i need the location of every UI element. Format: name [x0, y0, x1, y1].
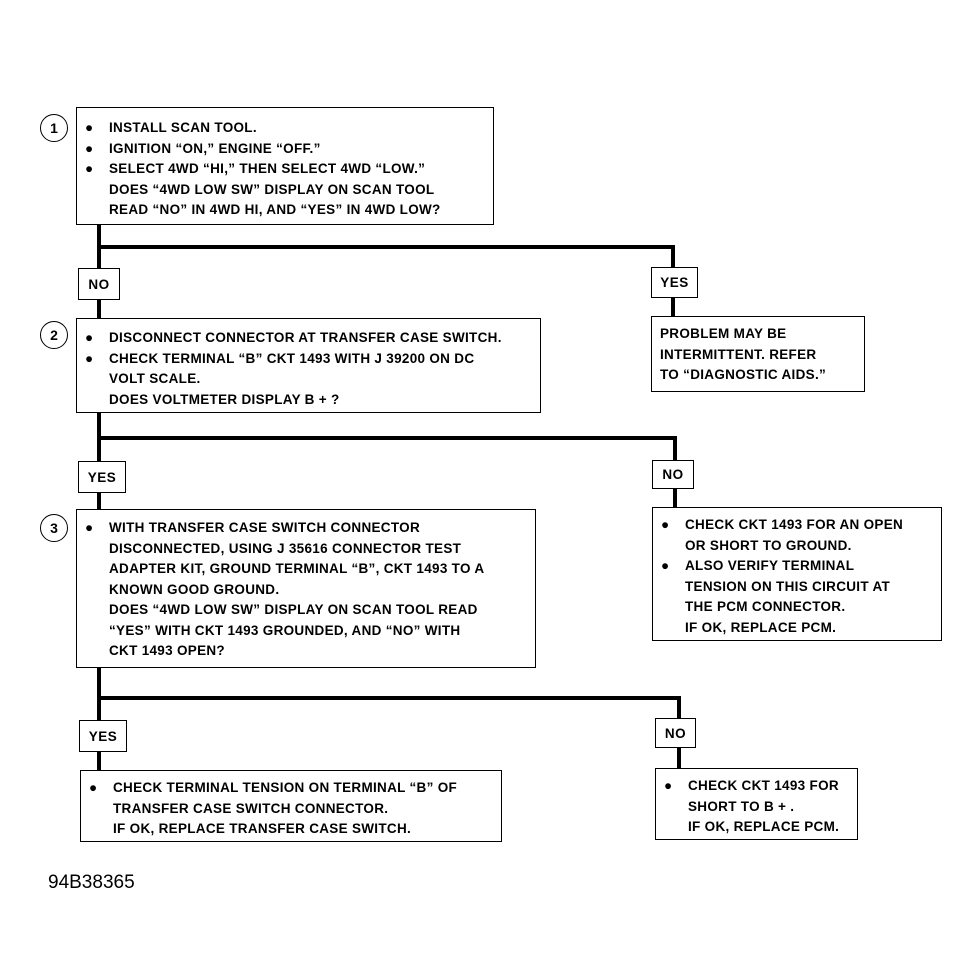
- step3-line-4: KNOWN GOOD GROUND.: [109, 581, 280, 597]
- step2-bullet-2-cont: VOLT SCALE.: [109, 371, 201, 386]
- result2-bullet-2-cont-2: THE PCM CONNECTOR.: [685, 599, 846, 614]
- step3-bullet-1: ●WITH TRANSFER CASE SWITCH CONNECTOR: [77, 518, 535, 539]
- step1-box: ●INSTALL SCAN TOOL. ●IGNITION “ON,” ENGI…: [76, 107, 494, 225]
- step-number-2: 2: [40, 321, 68, 349]
- result3-yes-box: ●CHECK TERMINAL TENSION ON TERMINAL “B” …: [80, 770, 502, 842]
- step3-line-2: DISCONNECTED, USING J 35616 CONNECTOR TE…: [109, 540, 462, 556]
- step3-line-3: ADAPTER KIT, GROUND TERMINAL “B”, CKT 14…: [109, 561, 485, 576]
- step2-bullet-2: ●CHECK TERMINAL “B” CKT 1493 WITH J 3920…: [77, 349, 540, 370]
- step2-no-label: NO: [652, 460, 694, 489]
- result2-no-box: ●CHECK CKT 1493 FOR AN OPEN OR SHORT TO …: [652, 507, 942, 641]
- result2-bullet-2: ●ALSO VERIFY TERMINAL: [653, 556, 941, 577]
- step1-question-line-2: READ “NO” IN 4WD HI, AND “YES” IN 4WD LO…: [109, 202, 441, 217]
- bullet-icon: ●: [85, 120, 94, 135]
- bullet-icon: ●: [85, 140, 94, 156]
- bullet-icon: ●: [85, 330, 94, 345]
- flow-line-no-to-result4: [677, 748, 681, 768]
- step3-line-5: DOES “4WD LOW SW” DISPLAY ON SCAN TOOL R…: [109, 602, 478, 617]
- step1-question-line-1: DOES “4WD LOW SW” DISPLAY ON SCAN TOOL: [109, 181, 435, 197]
- bullet-icon: ●: [85, 520, 94, 535]
- result3-line-3: IF OK, REPLACE TRANSFER CASE SWITCH.: [113, 821, 412, 836]
- flow-line-step1-branch: [97, 245, 675, 249]
- bullet-icon: ●: [85, 350, 94, 366]
- step3-box: ●WITH TRANSFER CASE SWITCH CONNECTOR DIS…: [76, 509, 536, 668]
- result2-bullet-2-cont-1: TENSION ON THIS CIRCUIT AT: [685, 578, 891, 594]
- result2-bullet-2-cont-3: IF OK, REPLACE PCM.: [685, 619, 837, 635]
- result4-line-2: SHORT TO B + .: [688, 798, 795, 814]
- step2-box: ●DISCONNECT CONNECTOR AT TRANSFER CASE S…: [76, 318, 541, 413]
- flow-line-step2-no-down: [673, 436, 677, 460]
- bullet-icon: ●: [89, 780, 98, 795]
- result2-bullet-1-cont: OR SHORT TO GROUND.: [685, 537, 852, 553]
- step3-line-6: “YES” WITH CKT 1493 GROUNDED, AND “NO” W…: [109, 622, 461, 638]
- step2-bullet-1: ●DISCONNECT CONNECTOR AT TRANSFER CASE S…: [77, 328, 540, 349]
- step3-yes-label: YES: [79, 720, 127, 752]
- flow-line-yes-to-result1: [671, 298, 675, 316]
- step2-question: DOES VOLTMETER DISPLAY B + ?: [109, 391, 340, 407]
- figure-id: 94B38365: [48, 872, 135, 893]
- step3-no-label: NO: [655, 718, 696, 748]
- result3-no-box: ●CHECK CKT 1493 FOR SHORT TO B + . IF OK…: [655, 768, 858, 840]
- flow-line-step3-no-down: [677, 696, 681, 718]
- result1-line-3: TO “DIAGNOSTIC AIDS.”: [660, 367, 827, 382]
- bullet-icon: ●: [661, 558, 670, 573]
- flow-line-no-to-result2: [673, 489, 677, 507]
- flow-line-no-to-step2: [97, 300, 101, 318]
- result4-line-3: IF OK, REPLACE PCM.: [688, 819, 840, 834]
- result3-line-2: TRANSFER CASE SWITCH CONNECTOR.: [113, 800, 389, 816]
- flow-line-step1-yes-down: [671, 245, 675, 267]
- result2-bullet-1: ●CHECK CKT 1493 FOR AN OPEN: [653, 515, 941, 536]
- flow-line-yes-to-result3: [97, 752, 101, 770]
- step2-yes-label: YES: [78, 461, 126, 493]
- result3-bullet-1: ●CHECK TERMINAL TENSION ON TERMINAL “B” …: [81, 778, 501, 799]
- bullet-icon: ●: [664, 778, 673, 793]
- step1-bullet-1: ●INSTALL SCAN TOOL.: [77, 118, 493, 139]
- result4-bullet-1: ●CHECK CKT 1493 FOR: [656, 776, 857, 797]
- flow-line-step2-branch: [97, 436, 677, 440]
- result1-line-2: INTERMITTENT. REFER: [660, 346, 817, 362]
- bullet-icon: ●: [661, 517, 670, 532]
- step-number-1: 1: [40, 114, 68, 142]
- result1-yes-box: PROBLEM MAY BE INTERMITTENT. REFER TO “D…: [651, 316, 865, 392]
- step1-no-label: NO: [78, 268, 120, 300]
- step-number-3: 3: [40, 514, 68, 542]
- step1-yes-label: YES: [651, 267, 698, 298]
- bullet-icon: ●: [85, 161, 94, 176]
- step3-line-7: CKT 1493 OPEN?: [109, 643, 225, 658]
- flow-line-step3-branch: [97, 696, 681, 700]
- step1-bullet-3: ●SELECT 4WD “HI,” THEN SELECT 4WD “LOW.”: [77, 159, 493, 180]
- step1-bullet-2: ●IGNITION “ON,” ENGINE “OFF.”: [77, 139, 493, 160]
- result1-line-1: PROBLEM MAY BE: [660, 326, 787, 341]
- flow-line-yes-to-step3: [97, 493, 101, 509]
- flow-line-step3-down: [97, 668, 101, 720]
